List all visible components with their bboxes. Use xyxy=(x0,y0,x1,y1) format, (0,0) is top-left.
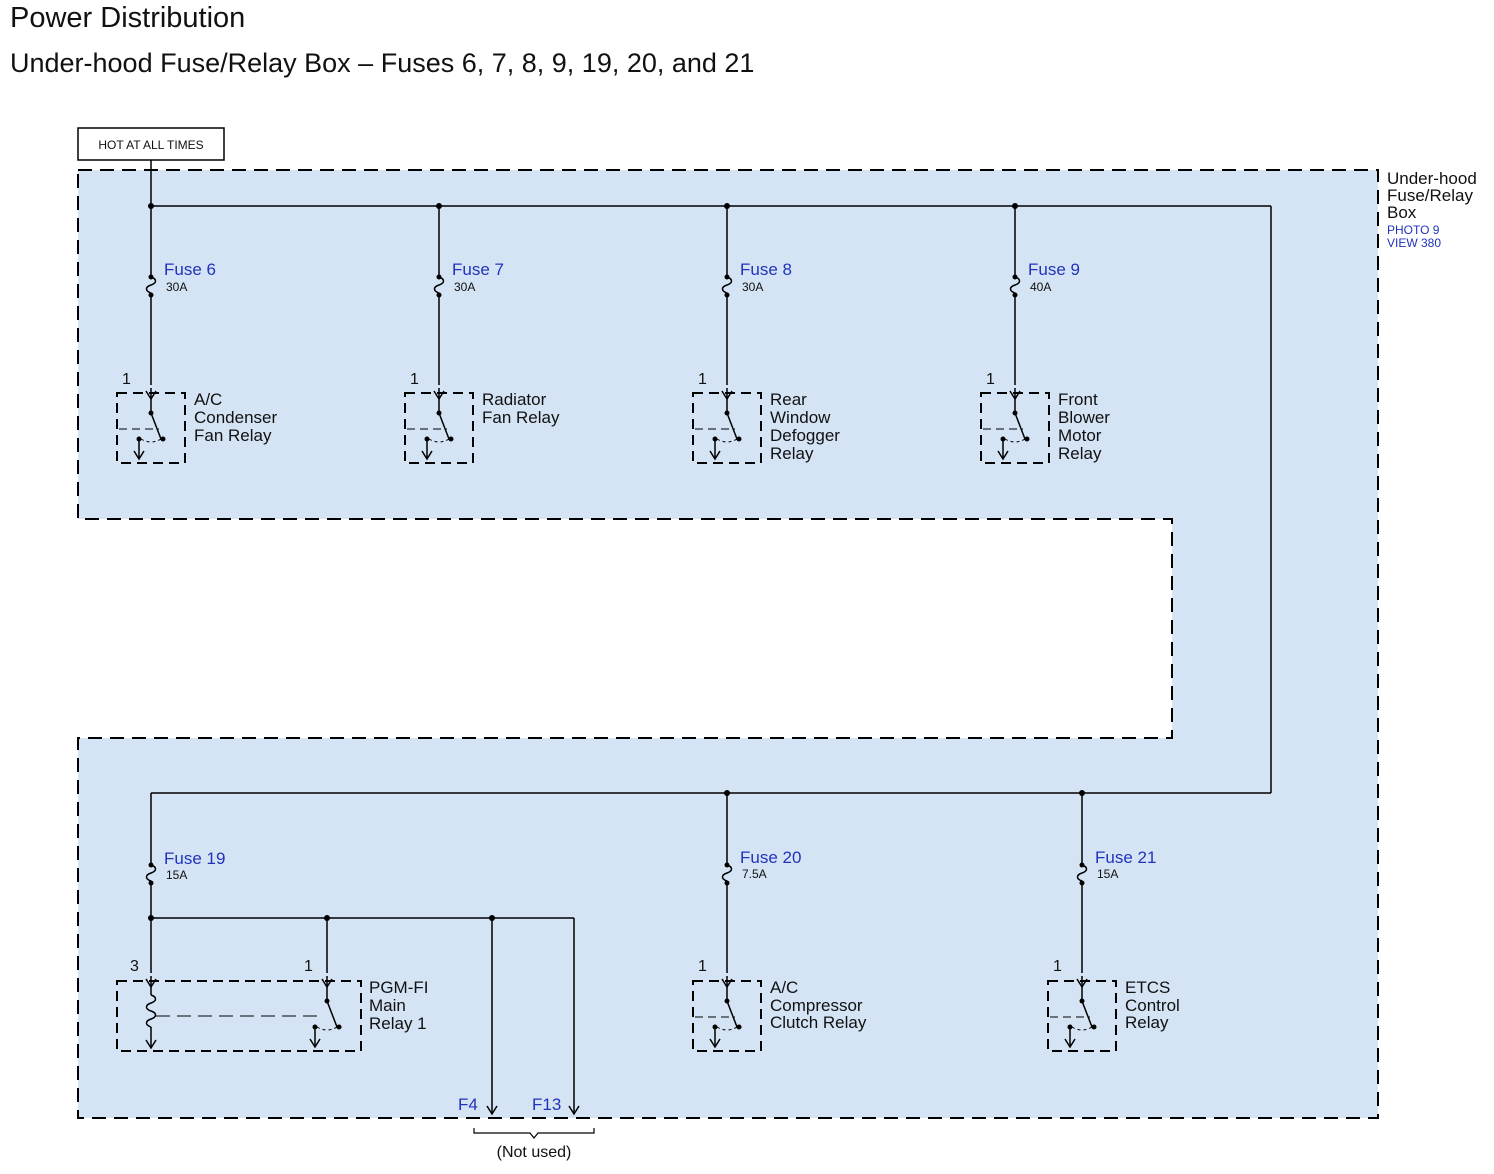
relay-5-label-line-2: Main xyxy=(369,996,406,1015)
output-f4-label: F4 xyxy=(458,1095,478,1114)
fuse-20-rating: 7.5A xyxy=(742,867,767,881)
relay-6-pin: 1 xyxy=(698,958,707,975)
relay-6-label-line-2: Compressor xyxy=(770,996,863,1015)
not-used-bracket xyxy=(473,1128,595,1139)
fuse-9-rating: 40A xyxy=(1030,280,1051,294)
relay-1-label-line-2: Condenser xyxy=(194,408,278,427)
relay-1-pin: 1 xyxy=(122,371,131,388)
relay-5-pin-3: 3 xyxy=(130,958,139,975)
relay-6-label-line-1: A/C xyxy=(770,978,798,997)
fuse-21-rating: 15A xyxy=(1097,867,1118,881)
page-title: Power Distribution xyxy=(10,2,246,34)
relay-2-pin: 1 xyxy=(410,371,419,388)
relay-3-label-line-3: Defogger xyxy=(770,426,840,445)
relay-4-label-line-4: Relay xyxy=(1058,444,1102,463)
box-photo-ref: PHOTO 9 xyxy=(1387,223,1440,237)
relay-6-label-line-3: Clutch Relay xyxy=(770,1013,867,1032)
fuse-20-label: Fuse 20 xyxy=(740,848,801,867)
relay-2-label-line-2: Fan Relay xyxy=(482,408,560,427)
relay-1-label-line-3: Fan Relay xyxy=(194,426,272,445)
relay-7-label-line-2: Control xyxy=(1125,996,1180,1015)
fuse-7-label: Fuse 7 xyxy=(452,260,504,279)
page-subtitle: Under-hood Fuse/Relay Box – Fuses 6, 7, … xyxy=(10,48,755,78)
pgm-fi-main-relay-1 xyxy=(116,976,362,1052)
not-used-label: (Not used) xyxy=(497,1144,572,1161)
fuse-8-label: Fuse 8 xyxy=(740,260,792,279)
fuse-6-rating: 30A xyxy=(166,280,187,294)
relay-3-label-line-1: Rear xyxy=(770,390,807,409)
relay-7-label-line-1: ETCS xyxy=(1125,978,1170,997)
relay-7-label-line-3: Relay xyxy=(1125,1013,1169,1032)
fuse-21-label: Fuse 21 xyxy=(1095,848,1156,867)
relay-3-pin: 1 xyxy=(698,371,707,388)
relay-4-pin: 1 xyxy=(986,371,995,388)
relay-5-pin-1: 1 xyxy=(304,958,313,975)
relay-4-label-line-3: Motor xyxy=(1058,426,1102,445)
box-name-line-2: Fuse/Relay xyxy=(1387,186,1473,205)
relay-5-label-line-1: PGM-FI xyxy=(369,978,429,997)
relay-4-label-line-2: Blower xyxy=(1058,408,1110,427)
fuse-relay-box-outline xyxy=(77,169,1379,1119)
relay-3-label-line-2: Window xyxy=(770,408,831,427)
fuse-9-label: Fuse 9 xyxy=(1028,260,1080,279)
output-arrows xyxy=(486,1105,580,1116)
relay-3-label-line-4: Relay xyxy=(770,444,814,463)
box-name-line-3: Box xyxy=(1387,203,1417,222)
hot-at-all-times-label: HOT AT ALL TIMES xyxy=(98,138,203,152)
output-f13-label: F13 xyxy=(532,1095,561,1114)
fuse-6-label: Fuse 6 xyxy=(164,260,216,279)
box-name-line-1: Under-hood xyxy=(1387,169,1477,188)
box-view-ref: VIEW 380 xyxy=(1387,236,1441,250)
relay-1-label-line-1: A/C xyxy=(194,390,222,409)
fuse-8-rating: 30A xyxy=(742,280,763,294)
relay-5-label-line-3: Relay 1 xyxy=(369,1014,427,1033)
relay-4-label-line-1: Front xyxy=(1058,390,1098,409)
fuse-7-rating: 30A xyxy=(454,280,475,294)
junction-dots xyxy=(148,203,1085,921)
fuse-19-label: Fuse 19 xyxy=(164,849,225,868)
fuse-19-rating: 15A xyxy=(166,868,187,882)
relay-2-label-line-1: Radiator xyxy=(482,390,547,409)
relay-7-pin: 1 xyxy=(1053,958,1062,975)
